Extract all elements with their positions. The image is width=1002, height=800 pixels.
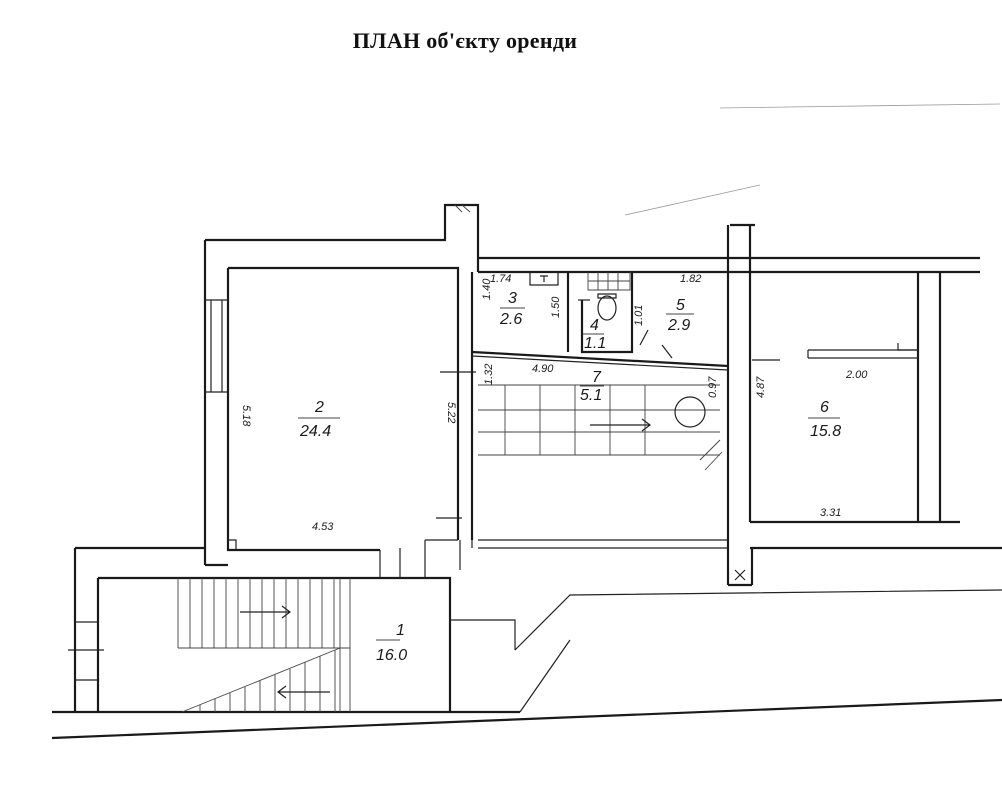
room-1-area: 16.0 xyxy=(376,647,407,664)
room-1-number: 1 xyxy=(396,622,405,639)
room-1-walls xyxy=(51,539,1002,740)
dim-room2-right: 5.22 xyxy=(445,402,457,423)
scan-line xyxy=(719,103,1001,109)
dim-room5-top: 1.82 xyxy=(680,273,701,285)
lower-stairs xyxy=(181,647,341,713)
dim-room3-left: 1.40 xyxy=(481,278,493,300)
room-5-number: 5 xyxy=(676,297,685,314)
dim-room5-left: 1.01 xyxy=(633,305,645,326)
room-7-area: 5.1 xyxy=(580,387,602,404)
dim-room6-top: 2.00 xyxy=(845,369,868,381)
dim-room2-width: 4.53 xyxy=(312,521,334,533)
dim-corridor-width: 4.90 xyxy=(532,363,554,375)
room-3-area: 2.6 xyxy=(499,311,522,328)
page-title: ПЛАН об'єкту оренди xyxy=(352,28,578,53)
upper-stairs xyxy=(177,578,351,712)
dim-corridor-left: 1.32 xyxy=(483,364,495,385)
room-6-area: 15.8 xyxy=(810,423,841,440)
room-2-area: 24.4 xyxy=(299,423,331,440)
room-2-walls xyxy=(203,203,480,567)
corridor-7-walls xyxy=(459,350,729,570)
dim-corridor-right: 0.97 xyxy=(707,376,719,398)
room-4-number: 4 xyxy=(590,317,599,334)
room-6-number: 6 xyxy=(820,399,829,416)
room-labels: 1 16.0 2 24.4 3 2.6 4 1.1 5 2.9 6 15.8 7… xyxy=(298,290,841,664)
dim-room2-height: 5.18 xyxy=(240,405,252,427)
room-3-4-5-walls xyxy=(470,256,980,540)
dim-room3-right: 1.50 xyxy=(550,296,562,318)
toilet-tiles xyxy=(587,272,631,321)
room-2-number: 2 xyxy=(314,399,324,416)
scan-line xyxy=(624,184,761,216)
dim-room6-left: 4.87 xyxy=(755,376,767,398)
room-5-area: 2.9 xyxy=(667,317,690,334)
dimension-labels: 5.18 4.53 5.22 1.74 1.40 1.50 1.82 1.01 … xyxy=(240,273,868,533)
room-6-walls xyxy=(726,223,1002,587)
room-7-number: 7 xyxy=(592,369,602,386)
room-4-area: 1.1 xyxy=(584,335,606,352)
room-3-number: 3 xyxy=(508,290,517,307)
dim-room3-top: 1.74 xyxy=(490,273,511,285)
dim-room6-bottom: 3.31 xyxy=(820,507,841,519)
